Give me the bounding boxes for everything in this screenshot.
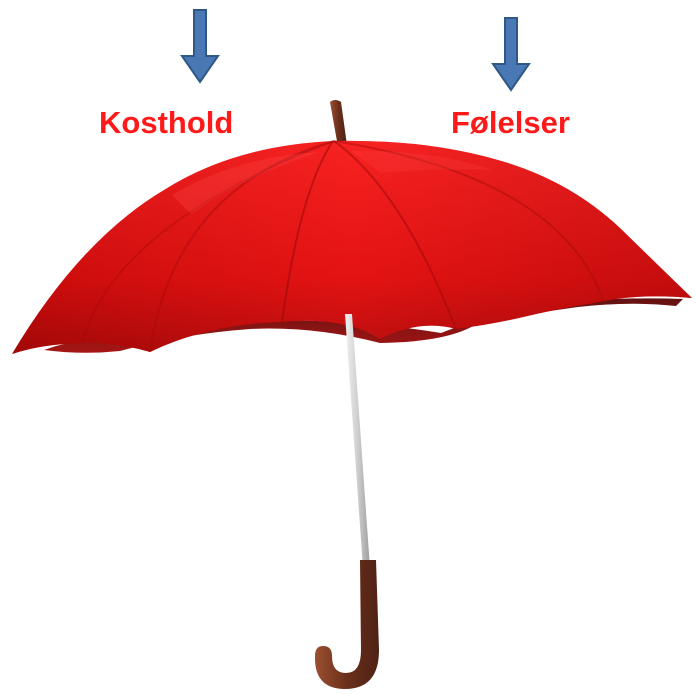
umbrella-handle: [315, 560, 379, 689]
tip-ferrule: [330, 100, 347, 147]
umbrella-shaft: [345, 314, 370, 568]
